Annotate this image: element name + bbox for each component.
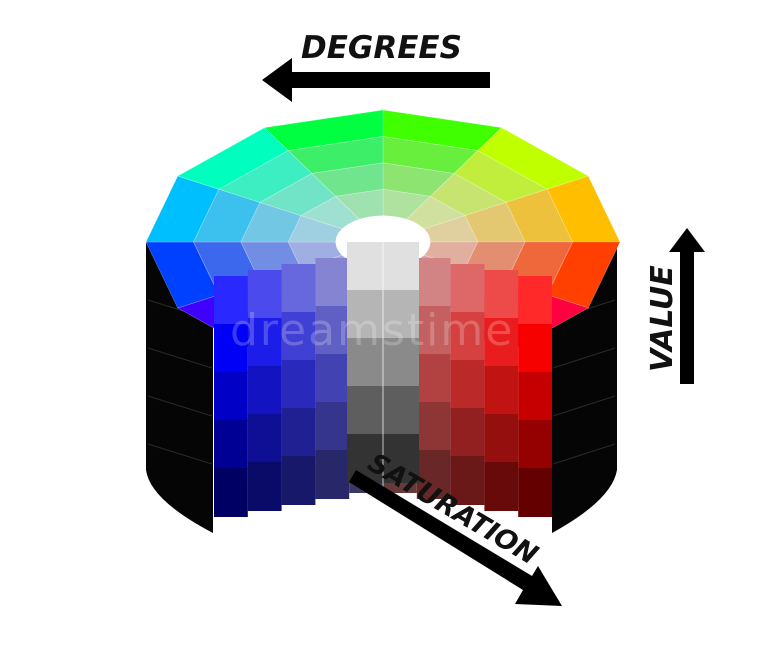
saturation-value-cell <box>281 264 316 313</box>
value-arrow: VALUE <box>645 228 705 384</box>
saturation-value-cell <box>484 462 519 511</box>
saturation-value-cell <box>247 462 282 511</box>
saturation-value-cell <box>315 354 350 403</box>
side-band-line <box>147 395 213 417</box>
saturation-value-cell <box>518 420 552 469</box>
saturation-value-cell <box>281 360 316 409</box>
hue-segment <box>453 150 548 203</box>
saturation-value-cell <box>247 318 282 367</box>
hue-segment <box>263 109 384 151</box>
saturation-value-cell <box>247 366 282 415</box>
saturation-value-cell <box>416 402 451 451</box>
saturation-value-cell <box>214 420 248 469</box>
degrees-arrow-icon <box>262 58 490 102</box>
saturation-value-cell <box>416 258 451 307</box>
saturation-value-cell <box>315 258 350 307</box>
saturation-value-cell <box>518 324 552 373</box>
hue-segment <box>218 150 313 203</box>
hue-segment <box>259 173 337 216</box>
saturation-value-cell <box>214 372 248 421</box>
side-band-line <box>552 347 616 369</box>
saturation-value-cell <box>214 276 248 325</box>
saturation-value-cell <box>315 450 350 499</box>
value-arrow-icon <box>669 228 705 384</box>
saturation-value-cell <box>281 456 316 505</box>
saturation-value-cell <box>247 414 282 463</box>
saturation-value-cell <box>315 402 350 451</box>
saturation-value-cell <box>214 324 248 373</box>
saturation-value-cell <box>450 408 485 457</box>
side-band-line <box>147 347 213 369</box>
saturation-value-cell <box>450 312 485 361</box>
saturation-value-cell <box>450 456 485 505</box>
degrees-label: DEGREES <box>301 30 462 66</box>
value-label: VALUE <box>645 265 680 372</box>
hue-segment <box>177 127 289 190</box>
side-band-line <box>552 395 616 417</box>
saturation-value-cell <box>214 468 248 517</box>
degrees-arrow: DEGREES <box>262 30 490 102</box>
saturation-value-cell <box>281 408 316 457</box>
saturation-value-cell <box>484 414 519 463</box>
saturation-value-cell <box>450 264 485 313</box>
saturation-value-cell <box>281 312 316 361</box>
saturation-value-cell <box>518 372 552 421</box>
saturation-value-cell <box>484 318 519 367</box>
saturation-value-cell <box>416 354 451 403</box>
side-band-line <box>147 443 213 465</box>
saturation-arrow-icon <box>349 470 562 606</box>
watermark-text: dreamstime <box>230 305 514 356</box>
saturation-value-cell <box>315 306 350 355</box>
saturation-value-cell <box>416 450 451 499</box>
saturation-value-cell <box>416 306 451 355</box>
saturation-value-cell <box>484 270 519 319</box>
saturation-value-cell <box>484 366 519 415</box>
saturation-value-cell <box>247 270 282 319</box>
side-band-line <box>552 443 616 465</box>
saturation-value-cell <box>450 360 485 409</box>
saturation-value-cell <box>518 276 552 325</box>
hue-segment <box>477 127 589 190</box>
saturation-value-cell <box>518 468 552 517</box>
